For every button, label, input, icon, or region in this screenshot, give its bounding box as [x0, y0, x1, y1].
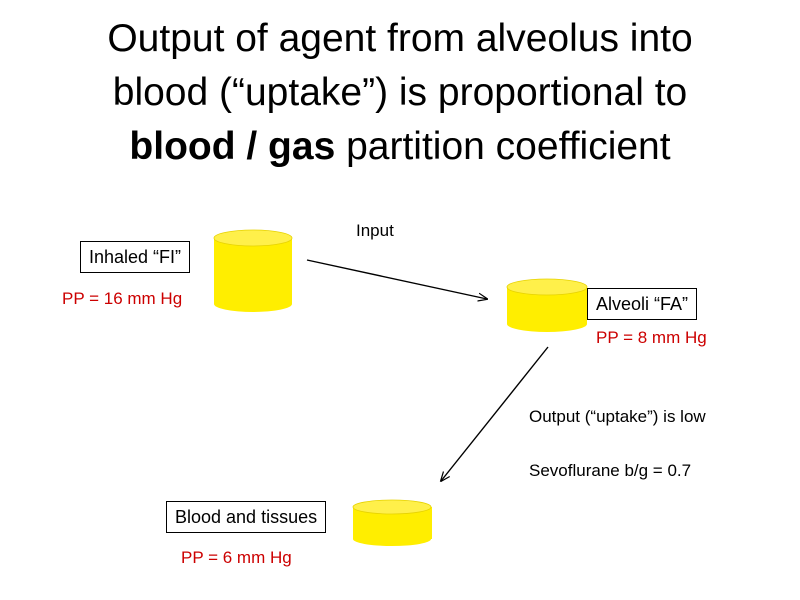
blood-label-box: Blood and tissues — [166, 501, 327, 533]
inhaled-cylinder — [213, 229, 293, 312]
alveoli-pp: PP = 8 mm Hg — [596, 328, 707, 347]
title-line-3-rest: partition coefficient — [335, 125, 671, 168]
blood-label: Blood and tissues — [175, 507, 318, 527]
title-bold-term: blood / gas — [129, 125, 336, 168]
title-line-3: blood / gas partition coefficient — [0, 120, 800, 174]
inhaled-label-box: Inhaled “FI” — [80, 241, 191, 273]
output-note: Output (“uptake”) is low — [529, 407, 706, 426]
coefficient-note: Sevoflurane b/g = 0.7 — [529, 461, 692, 480]
title-line-2: blood (“uptake”) is proportional to — [112, 71, 688, 114]
slide-title: Output of agent from alveolus into blood… — [0, 12, 800, 174]
input-label: Input — [356, 221, 394, 240]
alveoli-cylinder — [506, 278, 588, 332]
inhaled-pp: PP = 16 mm Hg — [62, 289, 183, 308]
alveoli-label: Alveoli “FA” — [596, 294, 689, 314]
blood-pp: PP = 6 mm Hg — [181, 548, 292, 567]
title-line-1: Output of agent from alveolus into — [107, 17, 693, 60]
alveoli-label-box: Alveoli “FA” — [587, 288, 698, 320]
input-arrow — [306, 259, 487, 299]
uptake-arrow — [441, 346, 549, 481]
inhaled-label: Inhaled “FI” — [89, 247, 182, 267]
blood-cylinder — [352, 499, 432, 546]
